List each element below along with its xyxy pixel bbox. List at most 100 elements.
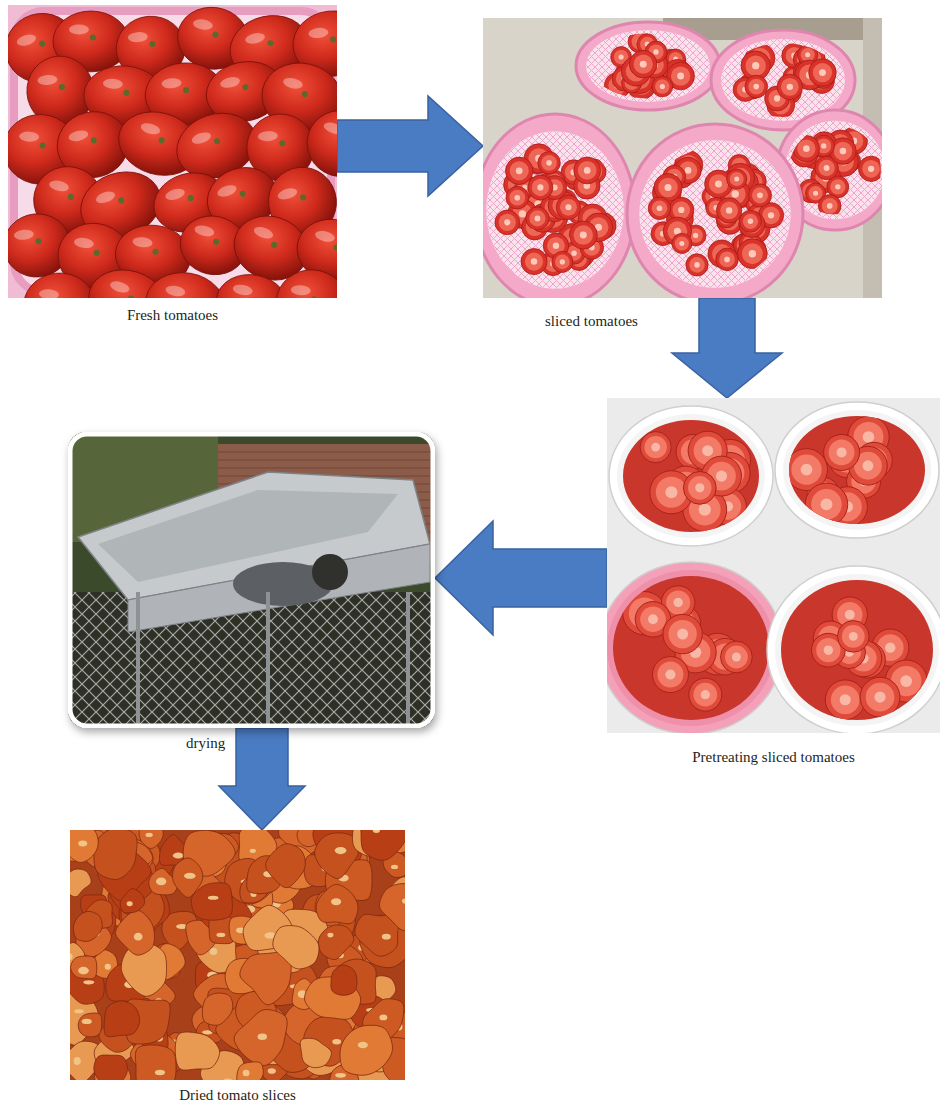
illustration-part: [658, 178, 678, 198]
illustration-part: [677, 73, 684, 80]
illustration-part: [885, 642, 895, 652]
illustration-part: [586, 30, 710, 102]
illustration-part: [725, 646, 748, 669]
illustration-part: [192, 18, 213, 31]
illustration-part: [483, 114, 635, 298]
illustration-part: [152, 248, 159, 255]
illustration-part: [797, 139, 815, 157]
illustration-part: [840, 694, 851, 705]
illustration-part: [586, 30, 710, 102]
illustration-part: [216, 933, 225, 937]
illustration-part: [48, 179, 70, 193]
step-caption: Pretreating sliced tomatoes: [692, 748, 854, 766]
illustration-part: [556, 195, 580, 219]
illustration-part: [648, 614, 658, 624]
illustration-part: [94, 830, 137, 880]
illustration-part: [701, 690, 710, 699]
illustration-part: [402, 898, 405, 903]
illustration-part: [860, 677, 900, 717]
illustration-part: [243, 1070, 250, 1077]
illustration-part: [824, 645, 833, 654]
illustration-part: [123, 90, 129, 96]
illustration-part: [67, 129, 89, 143]
illustration-part: [672, 201, 690, 219]
illustration-part: [277, 186, 299, 201]
illustration-part: [335, 1073, 346, 1078]
illustration-part: [609, 406, 773, 546]
illustration-part: [653, 49, 658, 54]
illustration-part: [863, 431, 875, 443]
illustration-part: [134, 933, 143, 941]
illustration-part: [268, 1068, 276, 1074]
illustration-part: [332, 1039, 341, 1045]
illustration-part: [805, 52, 810, 57]
illustration-part: [183, 87, 189, 93]
illustration-part: [818, 195, 841, 218]
illustration-part: [840, 148, 847, 155]
illustration-part: [73, 911, 102, 941]
illustration-part: [683, 471, 716, 504]
illustration-part: [208, 896, 219, 900]
illustration-part: [78, 841, 87, 847]
illustration-part: [757, 192, 763, 198]
illustration-part: [104, 1001, 140, 1037]
illustration-part: [578, 161, 597, 180]
illustration-part: [685, 167, 692, 174]
illustration-part: [560, 259, 565, 264]
illustration-part: [604, 30, 694, 99]
illustration-part: [391, 865, 398, 869]
illustration-part: [727, 169, 747, 189]
illustration-part: [775, 402, 939, 538]
illustration-part: [849, 632, 858, 641]
illustration-part: [145, 833, 152, 837]
illustration-part: [665, 486, 677, 498]
illustration-part: [69, 24, 89, 34]
illustration-part: [282, 76, 304, 90]
illustration-part: [74, 1057, 81, 1065]
illustration-part: [835, 184, 840, 189]
illustration-part: [619, 54, 624, 59]
illustration-part: [74, 1009, 83, 1013]
illustration-part: [39, 289, 60, 298]
illustration-part: [640, 432, 671, 463]
illustration-part: [361, 830, 405, 860]
illustration-part: [127, 901, 133, 906]
photo-illustration: [70, 830, 405, 1080]
illustration-part: [774, 95, 780, 101]
illustration-part: [709, 174, 728, 193]
illustration-part: [213, 238, 220, 245]
illustration-part: [136, 592, 140, 728]
illustration-part: [314, 229, 336, 244]
illustration-part: [580, 232, 587, 239]
illustration-part: [135, 1045, 176, 1080]
illustration-part: [737, 239, 767, 269]
block-arrow: [672, 298, 782, 398]
illustration-part: [665, 184, 672, 191]
illustration-part: [223, 1078, 233, 1080]
illustration-part: [300, 1038, 331, 1067]
illustration-part: [483, 114, 635, 298]
illustration-part: [141, 267, 230, 298]
illustration-part: [13, 229, 34, 241]
illustration-part: [813, 191, 818, 196]
illustration-part: [531, 258, 538, 265]
illustration-part: [194, 224, 216, 238]
illustration-part: [648, 151, 783, 276]
illustration-part: [574, 157, 601, 184]
illustration-part: [274, 267, 337, 298]
illustration-part: [218, 452, 435, 453]
illustration-part: [639, 140, 790, 288]
illustration-part: [333, 244, 337, 251]
illustration-part: [821, 143, 826, 148]
illustration-part: [652, 657, 688, 693]
illustration-part: [862, 160, 880, 178]
illustration-part: [541, 155, 557, 171]
illustration-part: [672, 233, 692, 253]
illustration-part: [560, 199, 577, 216]
illustration-part: [525, 252, 543, 270]
illustration-part: [827, 203, 833, 209]
illustration-part: [733, 43, 836, 119]
illustration-part: [483, 18, 882, 298]
illustration-part: [721, 641, 753, 673]
illustration-part: [187, 194, 194, 201]
